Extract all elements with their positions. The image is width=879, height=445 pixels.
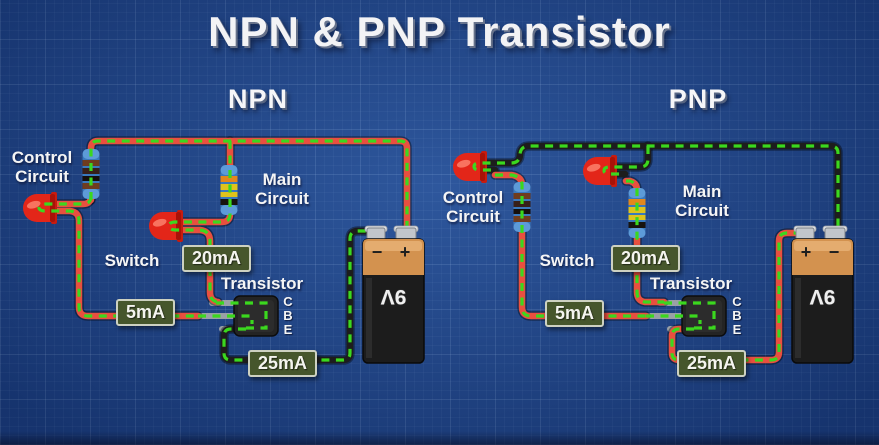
npn-control-line1: Control [11,148,73,167]
pnp-badge-25ma: 25mA [677,350,747,377]
pnp-transistor-label: Transistor [649,274,733,293]
pnp-pin-collector: C [732,294,742,309]
pnp-battery-plus: + [800,242,812,262]
pnp-control-line2: Circuit [446,207,500,226]
pnp-battery-minus: − [828,242,840,262]
pnp-pin-emitter: E [732,322,742,337]
npn-transistor-label: Transistor [220,274,304,293]
npn-battery-minus: − [371,242,383,262]
current-flow-dashes [37,139,840,362]
pnp-pin-base: B [732,308,742,323]
npn-control-circuit-label: Control Circuit [4,148,80,186]
npn-badge-5ma: 5mA [116,299,176,326]
npn-switch-label: Switch [104,251,160,270]
npn-main-led [149,210,183,242]
pnp-badge-5ma: 5mA [545,300,605,327]
npn-pin-base: B [283,308,293,323]
npn-pin-collector: C [283,294,293,309]
pnp-control-circuit-label: Control Circuit [438,188,508,226]
pnp-heading: PNP [668,84,728,114]
pnp-main-line2: Circuit [675,201,729,220]
npn-main-line1: Main [262,170,302,189]
npn-battery-voltage: 9V [380,285,407,308]
pnp-main-line1: Main [682,182,722,201]
pnp-switch-label: Switch [539,251,595,270]
pnp-control-led [453,151,487,183]
npn-badge-25ma: 25mA [248,350,318,377]
npn-main-circuit-label: Main Circuit [242,170,322,208]
pnp-badge-20ma: 20mA [611,245,681,272]
npn-badge-20ma: 20mA [182,245,252,272]
pnp-main-led [583,155,617,187]
pnp-battery-voltage: 9V [809,285,836,308]
npn-heading: NPN [227,84,288,114]
pnp-main-circuit-label: Main Circuit [660,182,744,220]
pnp-control-line1: Control [442,188,504,207]
npn-pin-emitter: E [283,322,293,337]
npn-main-line2: Circuit [255,189,309,208]
npn-control-line2: Circuit [15,167,69,186]
npn-battery-plus: + [399,242,411,262]
page-title: NPN & PNP Transistor [208,8,671,55]
